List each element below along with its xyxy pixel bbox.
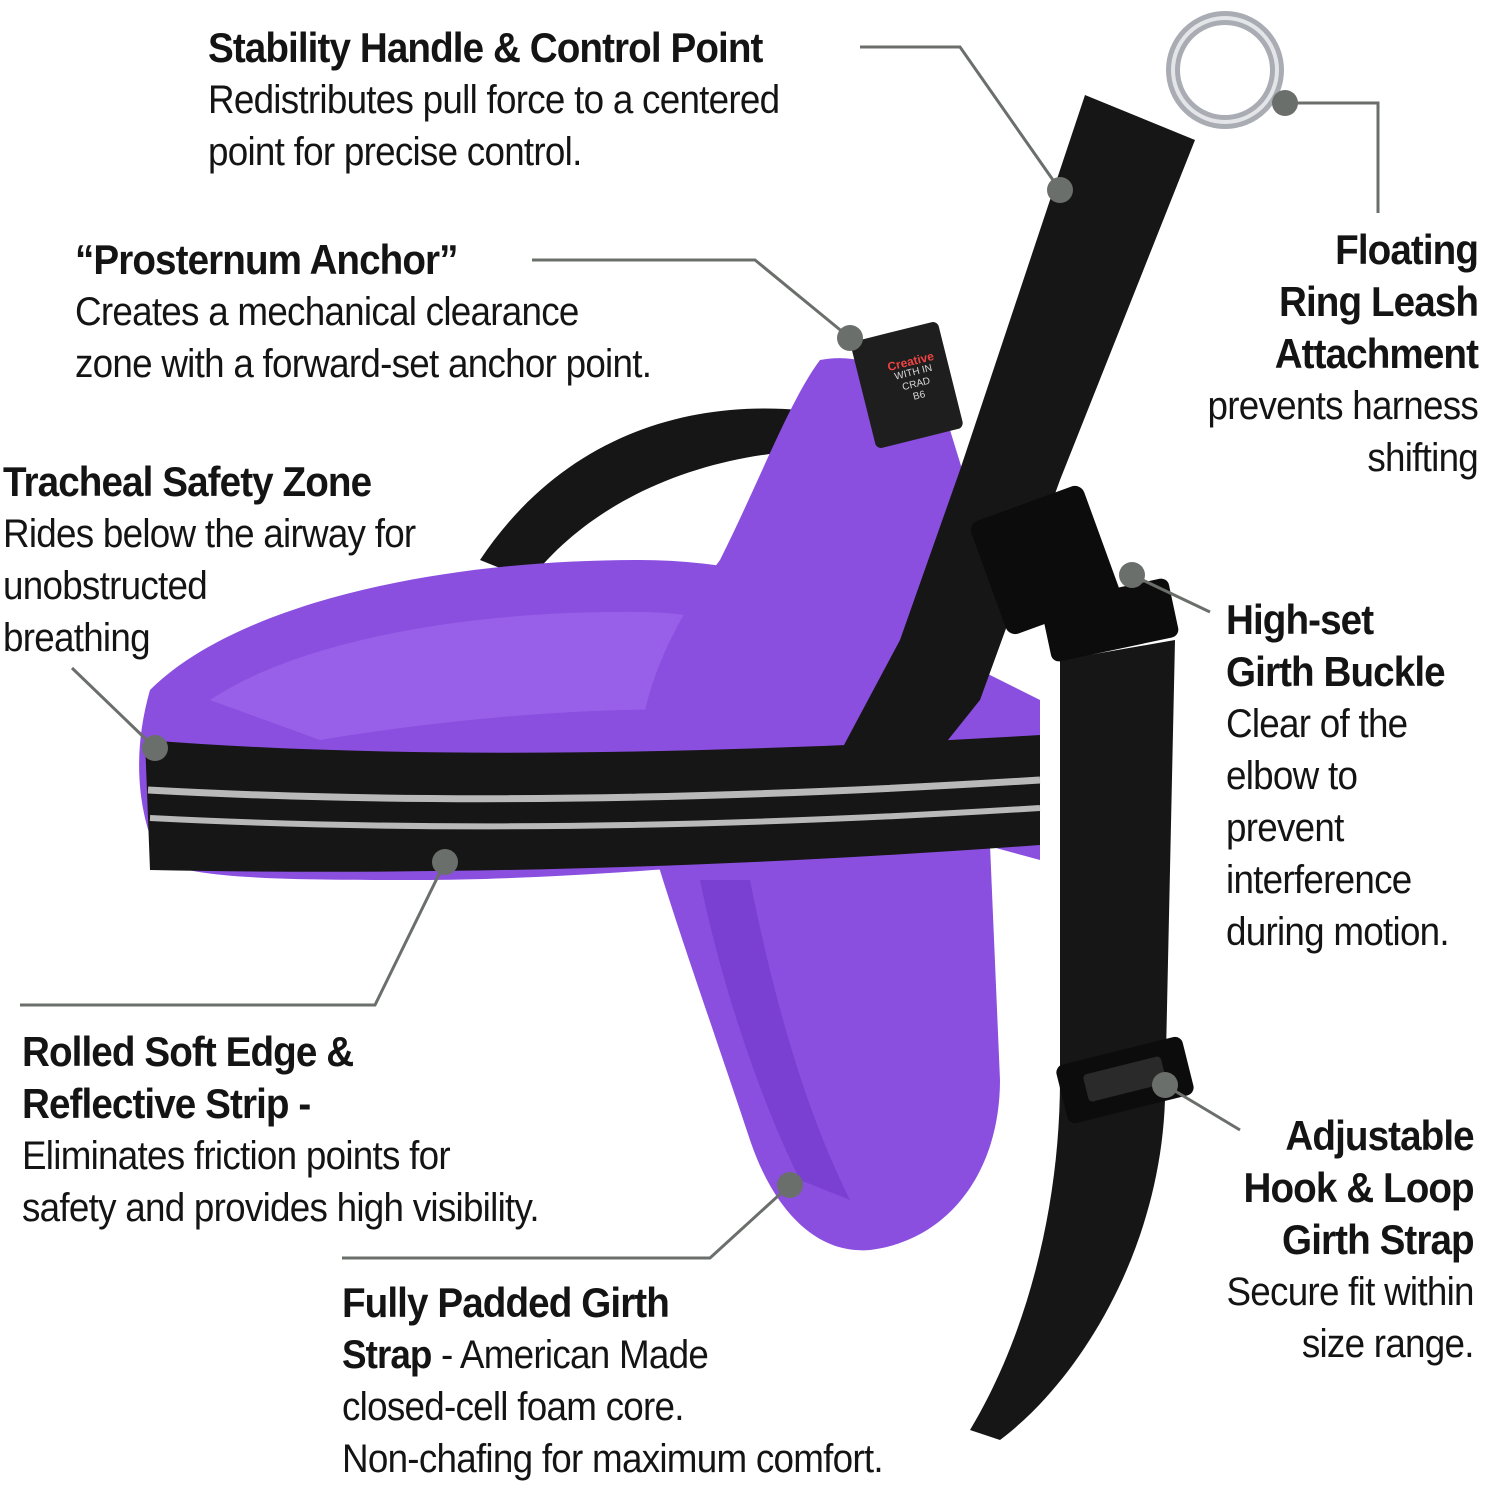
- callout-adjustable-strap: Adjustable Hook & Loop Girth Strap Secur…: [1205, 1110, 1475, 1370]
- callout-line: Non-chafing for maximum comfort.: [342, 1437, 884, 1481]
- callout-title: Hook & Loop: [1243, 1164, 1475, 1211]
- neck-loop-shade: [700, 880, 850, 1200]
- reflective-stripe-2: [149, 805, 1041, 830]
- callout-title: Rolled Soft Edge &: [22, 1028, 354, 1075]
- reflective-band: [145, 735, 1040, 872]
- callout-title: “Prosternum Anchor”: [75, 236, 458, 283]
- callout-floating-ring: Floating Ring Leash Attachment prevents …: [1184, 224, 1478, 484]
- callout-line: safety and provides high visibility.: [22, 1186, 540, 1230]
- callout-line: during motion.: [1226, 910, 1450, 954]
- callout-line: point for precise control.: [208, 130, 582, 174]
- callout-padded-girth-strap: Fully Padded Girth Strap - American Made…: [342, 1277, 930, 1485]
- callout-line: zone with a forward-set anchor point.: [75, 342, 652, 386]
- callout-title: Attachment: [1274, 330, 1479, 377]
- buckle-slider: [1041, 578, 1179, 662]
- girth-black-strap: [970, 640, 1175, 1440]
- callout-line: closed-cell foam core.: [342, 1385, 684, 1429]
- callout-title: Adjustable: [1285, 1112, 1475, 1159]
- callout-line: Creates a mechanical clearance: [75, 290, 579, 334]
- callout-title: Tracheal Safety Zone: [3, 458, 372, 505]
- callout-title: Reflective Strip -: [22, 1080, 311, 1127]
- callout-title: Fully Padded Girth: [342, 1279, 670, 1326]
- callout-stability-handle: Stability Handle & Control Point Redistr…: [208, 22, 829, 178]
- front-black-strap: [820, 95, 1195, 800]
- callout-title-inline: Strap: [342, 1333, 432, 1377]
- callout-tracheal-safety-zone: Tracheal Safety Zone Rides below the air…: [3, 456, 451, 664]
- callout-line: size range.: [1302, 1322, 1475, 1366]
- callout-title: Ring Leash: [1278, 278, 1479, 325]
- callout-line: interference: [1226, 858, 1412, 902]
- callout-line: shifting: [1367, 436, 1478, 480]
- callout-line: unobstructed: [3, 564, 208, 608]
- callout-line: Rides below the airway for: [3, 512, 416, 556]
- rear-shoulder-strap: [480, 408, 830, 580]
- callout-girth-buckle: High-set Girth Buckle Clear of the elbow…: [1226, 594, 1468, 958]
- callout-line: prevent: [1226, 806, 1344, 850]
- callout-title: Stability Handle & Control Point: [208, 24, 763, 71]
- callout-line: prevents harness: [1207, 384, 1478, 428]
- brand-tag: [851, 322, 963, 448]
- callout-title: Girth Strap: [1282, 1216, 1475, 1263]
- reflective-stripe-1: [147, 776, 1041, 803]
- callout-prosternum-anchor: “Prosternum Anchor” Creates a mechanical…: [75, 234, 701, 390]
- leader-dots: [142, 90, 1298, 1198]
- callout-line: elbow to: [1226, 754, 1358, 798]
- callout-line: Eliminates friction points for: [22, 1134, 451, 1178]
- callout-line: Redistributes pull force to a centered: [208, 78, 780, 122]
- callout-line: breathing: [3, 616, 151, 660]
- leader-lines: [20, 45, 1380, 1260]
- callout-rolled-soft-edge: Rolled Soft Edge & Reflective Strip - El…: [22, 1026, 584, 1234]
- callout-line: Clear of the: [1226, 702, 1408, 746]
- callout-line: Secure fit within: [1226, 1270, 1475, 1314]
- callout-title: High-set: [1226, 596, 1374, 643]
- callout-mixed-line: Strap - American Made: [342, 1329, 883, 1381]
- callout-title: Floating: [1335, 226, 1479, 273]
- callout-line-rest: - American Made: [431, 1333, 709, 1377]
- callout-title: Girth Buckle: [1226, 648, 1446, 695]
